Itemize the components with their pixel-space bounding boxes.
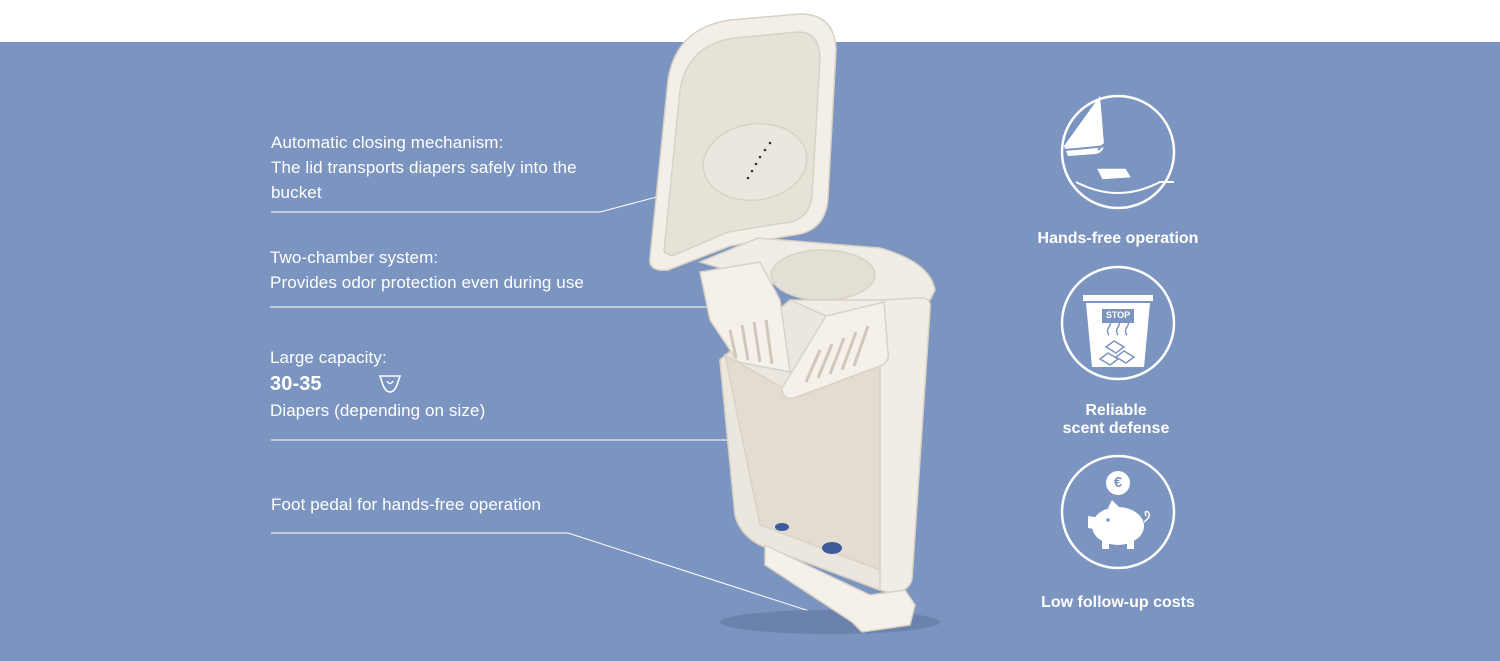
feature-label-scent-line2: scent defense bbox=[1062, 420, 1170, 437]
capacity-amount: 30-35 bbox=[270, 373, 322, 395]
callout-lid-title: Automatic closing mechanism: bbox=[271, 133, 504, 152]
feature-label-scent-line1: Reliable bbox=[1085, 402, 1147, 419]
callout-lid: Automatic closing mechanism: The lid tra… bbox=[271, 130, 577, 205]
callout-lid-line1: The lid transports diapers safely into t… bbox=[271, 158, 577, 177]
odor-stop-bucket-icon bbox=[1060, 265, 1176, 381]
feature-label-scent-defense: Reliable scent defense bbox=[1016, 402, 1216, 438]
back-slots bbox=[728, 319, 774, 365]
euro-symbol: € bbox=[1113, 474, 1123, 491]
callout-capacity: Large capacity: 30-35 Diapers (depending… bbox=[270, 345, 485, 423]
callout-lid-line2: bucket bbox=[271, 183, 322, 202]
feature-label-hands-free: Hands-free operation bbox=[1037, 230, 1199, 247]
feature-label-costs: Low follow-up costs bbox=[1041, 594, 1195, 611]
callout-chamber-line1: Provides odor protection even during use bbox=[270, 273, 584, 292]
diaper-icon bbox=[378, 375, 402, 393]
stop-badge: STOP bbox=[1105, 310, 1131, 320]
piggy-bank-icon bbox=[1060, 454, 1176, 570]
callout-pedal: Foot pedal for hands-free operation bbox=[271, 492, 541, 517]
callout-line-pedal bbox=[271, 532, 838, 621]
callout-capacity-title: Large capacity: bbox=[270, 348, 387, 367]
callout-capacity-line1: Diapers (depending on size) bbox=[270, 401, 486, 420]
callout-pedal-title: Foot pedal for hands-free operation bbox=[271, 495, 542, 514]
foot-pedal-icon bbox=[1060, 94, 1176, 210]
diaper-bin bbox=[649, 13, 940, 634]
callout-chamber: Two-chamber system: Provides odor protec… bbox=[270, 245, 584, 295]
callout-chamber-title: Two-chamber system: bbox=[270, 248, 439, 267]
flap-slots bbox=[804, 325, 870, 383]
